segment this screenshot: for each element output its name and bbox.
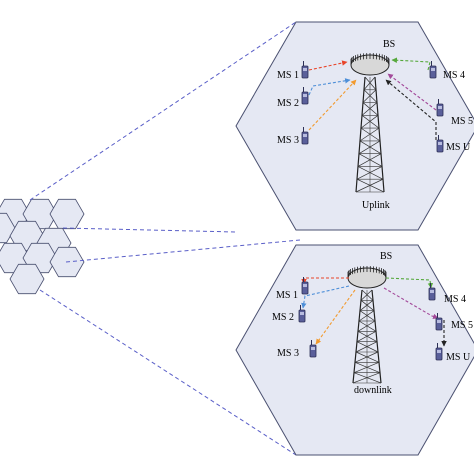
zoom-line-2 <box>62 227 237 233</box>
downlink-mast-brace <box>352 372 381 384</box>
uplink-cell: BS MS 1 MS 2 MS 3 MS 4 MS 5 MS U Uplink <box>235 21 474 231</box>
downlink-mast-brace <box>357 331 378 342</box>
downlink-msu-label: MS U <box>446 352 471 363</box>
uplink-mast-brace <box>361 115 380 129</box>
zoom-line-1 <box>29 21 297 201</box>
uplink-mast-brace <box>363 76 376 91</box>
downlink-ms2-link <box>301 285 350 309</box>
downlink-mast-brace <box>355 341 378 353</box>
uplink-hexagon <box>235 21 474 231</box>
uplink-mast-brace <box>359 140 382 154</box>
uplink-mast-brace <box>362 89 377 103</box>
zoom-lines <box>29 21 301 456</box>
downlink-mast-right <box>371 289 382 384</box>
downlink-ms5-label: MS 5 <box>451 320 473 331</box>
uplink-ms4-link <box>391 57 431 71</box>
downlink-mast-brace <box>354 362 381 373</box>
uplink-ms2-label: MS 2 <box>277 98 299 109</box>
downlink-mast-brace <box>358 320 377 332</box>
downlink-mast-brace <box>361 289 374 301</box>
downlink-cell: BS MS 1 MS 2 MS 3 MS 4 MS 5 MS U downlin… <box>235 244 474 456</box>
cell-cluster <box>0 198 85 295</box>
uplink-caption: Uplink <box>362 200 390 211</box>
uplink-mast-brace <box>358 153 383 167</box>
downlink-caption: downlink <box>354 385 392 396</box>
uplink-msu-label: MS U <box>446 142 471 153</box>
uplink-ms5-link <box>387 73 437 111</box>
downlink-ms2-label: MS 2 <box>272 312 294 323</box>
downlink-mast-brace <box>359 310 376 322</box>
downlink-mast-brace <box>354 351 379 363</box>
uplink-mast-brace <box>361 102 378 116</box>
uplink-bs-label: BS <box>383 39 395 50</box>
uplink-mast-brace <box>363 89 378 103</box>
downlink-ms3-label: MS 3 <box>277 348 299 359</box>
downlink-hexagon <box>235 244 474 456</box>
downlink-mast-brace <box>360 289 373 301</box>
uplink-ms3-label: MS 3 <box>277 135 299 146</box>
uplink-ms4-label: MS 4 <box>443 70 465 81</box>
uplink-ms3-link <box>308 79 357 131</box>
uplink-mast-brace <box>358 140 381 154</box>
downlink-ms4-label: MS 4 <box>444 294 466 305</box>
uplink-mast-brace <box>360 115 379 129</box>
uplink-mast-brace <box>360 127 381 142</box>
downlink-mast-brace <box>356 341 379 353</box>
downlink-mast-brace <box>359 300 374 311</box>
downlink-mast-brace <box>358 310 375 322</box>
cluster-cell-10 <box>9 263 45 295</box>
uplink-mast-left <box>355 76 366 193</box>
uplink-mast-brace <box>362 102 379 116</box>
uplink-mast-brace <box>359 127 380 142</box>
uplink-links <box>308 57 437 140</box>
uplink-mast-brace <box>355 178 384 193</box>
downlink-mast-brace <box>353 372 382 384</box>
uplink-ms1-label: MS 1 <box>277 70 299 81</box>
uplink-mast-brace <box>356 178 385 193</box>
uplink-tower <box>350 53 390 193</box>
uplink-msu-link <box>385 79 437 140</box>
zoom-line-4 <box>39 289 297 456</box>
downlink-mast-brace <box>356 331 377 342</box>
uplink-ms5-label: MS 5 <box>451 116 473 127</box>
downlink-mast-left <box>352 289 363 384</box>
cluster-cell-4 <box>0 212 16 244</box>
uplink-mast-brace <box>357 166 384 180</box>
uplink-ms1-link <box>308 60 348 71</box>
downlink-bs-label: BS <box>380 251 392 262</box>
uplink-mast-brace <box>356 166 383 180</box>
zoom-line-3 <box>65 239 301 263</box>
downlink-ms5-link <box>383 287 439 320</box>
downlink-mast-brace <box>357 320 376 332</box>
downlink-ms1-label: MS 1 <box>276 290 298 301</box>
cluster-cell-3 <box>49 198 85 230</box>
downlink-mast-brace <box>353 362 380 373</box>
downlink-mast-brace <box>360 300 375 311</box>
uplink-mast-right <box>374 76 385 193</box>
downlink-ms3-link <box>315 289 356 345</box>
uplink-mast-brace <box>364 76 377 91</box>
downlink-mast-brace <box>355 351 380 363</box>
downlink-tower <box>347 266 387 384</box>
uplink-mast-brace <box>357 153 382 167</box>
